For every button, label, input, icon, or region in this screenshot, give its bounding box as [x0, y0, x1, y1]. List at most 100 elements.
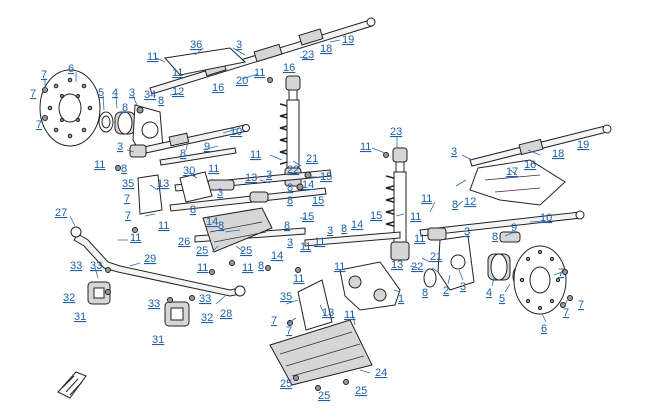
callout-label: 3 [117, 141, 123, 153]
callout-label: 13 [391, 259, 403, 271]
callout-label: 8 [341, 223, 347, 235]
callout-label: 21 [430, 251, 442, 263]
callout-label: 16 [283, 62, 295, 74]
stabilizer-bar [70, 226, 246, 297]
callout-label: 25 [280, 378, 292, 390]
callout-label: 3 [460, 281, 466, 293]
callout-label: 3 [451, 146, 457, 158]
callout-label: 3 [217, 187, 223, 199]
callout-label: 15 [312, 195, 324, 207]
callout-label: 8 [121, 163, 127, 175]
callout-label: 18 [552, 148, 564, 160]
callout-label: 14 [271, 250, 283, 262]
callout-label: 15 [320, 171, 332, 183]
callout-label: 24 [375, 367, 387, 379]
callout-label: 33 [148, 298, 160, 310]
callout-label: 35 [280, 291, 292, 303]
callout-label: 3 [464, 226, 470, 238]
callout-label: 11 [242, 262, 253, 274]
callout-label: 8 [287, 195, 293, 207]
callout-label: 11 [94, 159, 105, 171]
callout-label: 23 [390, 126, 402, 138]
callout-label: 5 [499, 293, 505, 305]
callout-label: 6 [541, 323, 547, 335]
callout-label: 11 [208, 163, 219, 175]
leader-lines [44, 39, 568, 374]
callout-label: 7 [286, 325, 292, 337]
callout-label: 8 [122, 102, 128, 114]
callout-label: 8 [492, 231, 498, 243]
callout-label: 11 [147, 51, 158, 63]
callout-label: 8 [218, 220, 224, 232]
callout-label: 5 [98, 87, 104, 99]
callout-label: 7 [563, 307, 569, 319]
callout-label: 26 [178, 236, 190, 248]
callout-label: 15 [370, 210, 382, 222]
left-lower-rods [129, 124, 250, 166]
callout-label: 14 [302, 179, 314, 191]
center-frame [339, 261, 401, 311]
left-shock-absorber [279, 75, 302, 187]
callout-label: 13 [322, 307, 334, 319]
callout-label: 4 [112, 87, 118, 99]
callout-label: 7 [125, 210, 131, 222]
callout-label: 13 [245, 172, 257, 184]
callout-label: 19 [342, 34, 354, 46]
callout-label: 2 [443, 285, 449, 297]
callout-label: 11 [414, 233, 425, 245]
callout-label: 32 [201, 312, 213, 324]
upper-rear-rod-right [469, 124, 612, 167]
callout-label: 7 [271, 315, 277, 327]
right-knuckle [423, 235, 475, 291]
callout-label: 35 [122, 178, 134, 190]
callout-label: 32 [63, 292, 75, 304]
right-shock-absorber [385, 147, 410, 261]
callout-label: 8 [452, 199, 458, 211]
bracket-30 [179, 171, 213, 203]
callout-label: 11 [360, 141, 371, 153]
left-brake-disc [39, 69, 101, 147]
callout-label: 22 [287, 164, 299, 176]
callout-label: 33 [199, 293, 211, 305]
callout-label: 33 [90, 260, 102, 272]
callout-label: 3 [266, 169, 272, 181]
callout-label: 15 [302, 211, 314, 223]
callout-label: 16 [524, 159, 536, 171]
callout-label: 34 [144, 89, 156, 101]
callout-label: 23 [302, 49, 314, 61]
callout-label: 7 [41, 69, 47, 81]
callout-label: 7 [558, 267, 564, 279]
callout-label: 11 [410, 211, 421, 223]
callout-label: 11 [334, 261, 345, 273]
callout-label: 7 [36, 119, 42, 131]
callout-labels: 36 3 19 18 23 11 11 16 11 20 16 12 7 6 7… [30, 34, 589, 402]
callout-label: 16 [212, 82, 224, 94]
trailing-arm-17 [469, 159, 566, 206]
callout-label: 8 [287, 182, 293, 194]
callout-label: 3 [236, 39, 242, 51]
callout-label: 31 [152, 334, 164, 346]
callout-label: 11 [314, 236, 325, 248]
right-lower-rods [304, 210, 585, 247]
callout-label: 11 [197, 262, 208, 274]
callout-label: 11 [158, 220, 169, 232]
callout-label: 6 [68, 63, 74, 75]
callout-label: 12 [464, 196, 476, 208]
callout-label: 25 [240, 245, 252, 257]
callout-label: 9 [511, 222, 517, 234]
callout-label: 33 [70, 260, 82, 272]
left-hub-parts [98, 104, 164, 153]
callout-label: 30 [183, 165, 195, 177]
callout-label: 1 [398, 293, 404, 305]
callout-label: 25 [196, 245, 208, 257]
lower-skid-plate-24 [269, 319, 373, 386]
upper-bracket-36 [164, 47, 247, 76]
callout-label: 11 [254, 67, 265, 79]
callout-label: 28 [220, 308, 232, 320]
callout-label: 8 [258, 260, 264, 272]
callout-label: 14 [206, 216, 218, 228]
callout-label: 8 [422, 287, 428, 299]
callout-label: 22 [411, 261, 423, 273]
callout-label: 10 [230, 126, 242, 138]
